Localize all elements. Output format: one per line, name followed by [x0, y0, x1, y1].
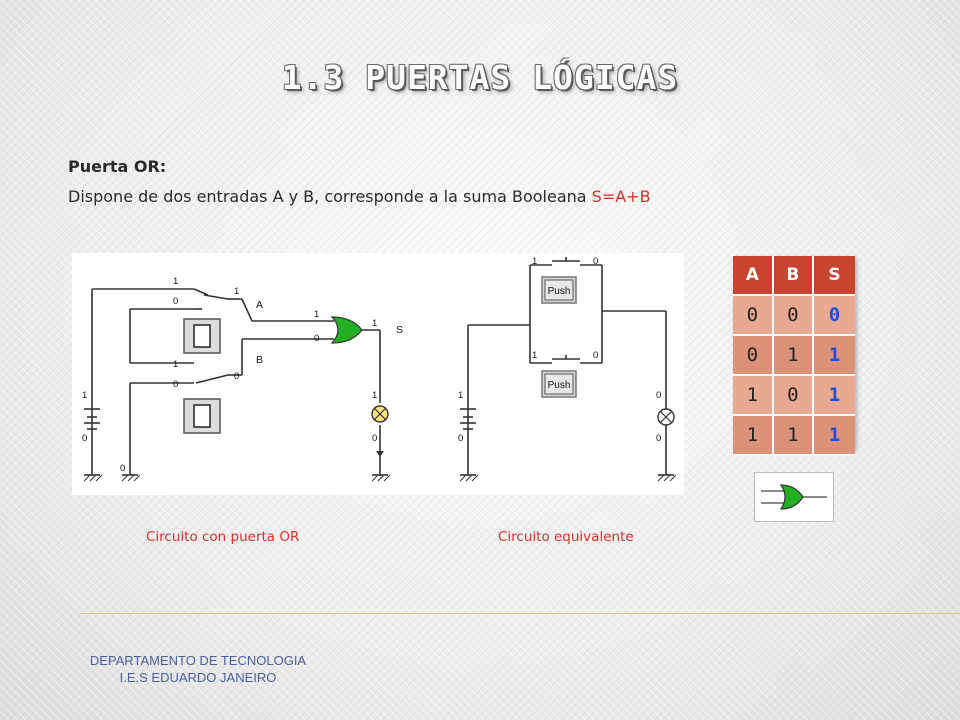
label-input-b: B: [256, 354, 263, 366]
label-push1-left-1: 1: [532, 256, 537, 267]
arrow-down-icon: [376, 451, 384, 457]
cell-b: 0: [773, 296, 815, 334]
label-battery-left-1: 1: [82, 390, 87, 401]
label-lamp2-bottom-0: 0: [656, 433, 661, 444]
footer: DEPARTAMENTO DE TECNOLOGIA I.E.S EDUARDO…: [0, 652, 396, 686]
label-gate-out-1: 1: [372, 318, 377, 329]
label-switch-a-0: 0: [173, 296, 178, 307]
label-lamp-top-1: 1: [372, 390, 377, 401]
boolean-formula: S=A+B: [591, 187, 651, 206]
diagram-labels: 1 0 1 A 1 0 0 B 1 0 1 S 1 0 0 1 0 1 0 1 …: [82, 256, 661, 474]
gate-heading: Puerta OR:: [68, 157, 166, 176]
or-gate-symbol: [754, 472, 834, 522]
gate-heading-text: Puerta OR:: [68, 157, 167, 176]
cell-a: 1: [733, 416, 774, 454]
cell-a: 0: [733, 336, 774, 374]
circuit-diagram: Push Push 1 0 1 A 1 0 0 B 1 0 1 S 1 0 0 …: [72, 253, 684, 495]
truth-table: A B S 0 0 0 0 1 1 1 0 1 1 1 1: [733, 256, 855, 456]
diagram-background: [72, 253, 684, 495]
push-button-1-label: Push: [548, 286, 571, 297]
label-gate-in-1: 1: [314, 309, 319, 320]
cell-s: 1: [814, 416, 855, 454]
label-lamp-bottom-0: 0: [372, 433, 377, 444]
push-button-2: Push: [541, 370, 577, 398]
rocker-switch-a-knob: [193, 324, 211, 348]
header-s: S: [814, 256, 855, 294]
table-row: 0 0 0: [733, 296, 855, 336]
equivalent-circuit-wires: [460, 257, 674, 476]
or-gate-icon: [330, 316, 363, 344]
footer-school: I.E.S EDUARDO JANEIRO: [119, 670, 277, 685]
table-row: 0 1 1: [733, 336, 855, 376]
label-switch-a-1: 1: [173, 276, 178, 287]
ground-hatch-left: [83, 474, 391, 482]
label-switch-b-0: 0: [173, 379, 178, 390]
cell-s: 0: [814, 296, 855, 334]
cell-a: 1: [733, 376, 774, 414]
label-output-s: S: [396, 324, 403, 336]
cell-s: 1: [814, 336, 855, 374]
cell-s: 1: [814, 376, 855, 414]
label-push2-right-0: 0: [593, 350, 598, 361]
ground-hatch-right: [459, 474, 677, 482]
slide-title: 1.3 PUERTAS LÓGICAS: [281, 58, 679, 97]
label-battery-right-1: 1: [458, 390, 463, 401]
push-button-1: Push: [541, 276, 577, 304]
caption-or-circuit: Circuito con puerta OR: [146, 529, 300, 545]
rocker-switch-b-knob: [193, 404, 211, 428]
label-gate-in-0: 0: [314, 333, 319, 344]
label-battery-right-0: 0: [458, 433, 463, 444]
label-ground-left-0: 0: [120, 463, 125, 474]
cell-b: 1: [773, 336, 815, 374]
truth-table-header-row: A B S: [733, 256, 855, 296]
caption-equivalent-circuit: Circuito equivalente: [498, 529, 634, 545]
footer-divider: [80, 613, 960, 614]
cell-b: 1: [773, 416, 815, 454]
label-input-a: A: [256, 299, 263, 311]
label-switch-a-out-1: 1: [234, 286, 239, 297]
cell-a: 0: [733, 296, 774, 334]
label-switch-b-1: 1: [173, 359, 178, 370]
header-a: A: [733, 256, 774, 294]
label-push1-right-0: 0: [593, 256, 598, 267]
label-battery-left-0: 0: [82, 433, 87, 444]
gate-description: Dispone de dos entradas A y B, correspon…: [68, 187, 651, 206]
table-row: 1 1 1: [733, 416, 855, 456]
cell-b: 0: [773, 376, 815, 414]
or-gate-symbol-icon: [761, 484, 827, 510]
label-push2-left-1: 1: [532, 350, 537, 361]
description-text: Dispone de dos entradas A y B, correspon…: [68, 187, 592, 206]
table-row: 1 0 1: [733, 376, 855, 416]
push-button-2-label: Push: [548, 380, 571, 391]
footer-department: DEPARTAMENTO DE TECNOLOGIA: [89, 653, 307, 668]
or-circuit-wires: [84, 288, 388, 476]
header-b: B: [773, 256, 815, 294]
label-lamp2-top-0: 0: [656, 390, 661, 401]
label-switch-b-out-0: 0: [234, 371, 239, 382]
